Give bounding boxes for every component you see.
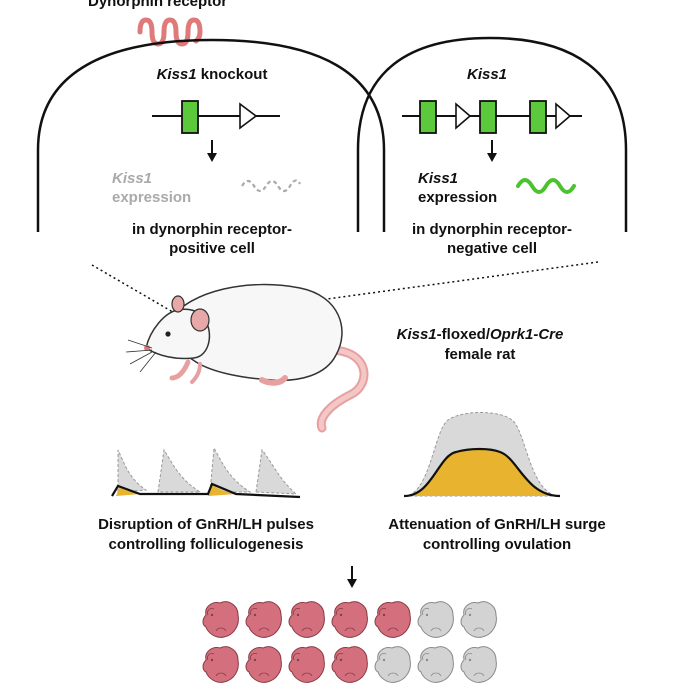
pup-unaffected [374, 646, 411, 683]
right-cell: Kiss1 Kiss1 expression in dynorphin rece… [356, 36, 628, 257]
right-caption-line2: negative cell [447, 240, 537, 257]
pup-unaffected [460, 601, 497, 638]
left-caption-line2: positive cell [169, 240, 255, 257]
left-loxp-site [239, 102, 258, 130]
left-down-arrow [207, 140, 217, 162]
rat-whiskers [125, 339, 157, 373]
pup-kiss1-knockout [202, 646, 239, 683]
pup-kiss1-knockout [331, 646, 368, 683]
dynorphin-receptor-title: Dynorphin receptor [88, 0, 227, 10]
pup-kiss1-knockout [288, 646, 325, 683]
left-exon [181, 100, 199, 134]
pup-unaffected [417, 646, 454, 683]
pulse-caption-line1: Disruption of GnRH/LH pulses [98, 516, 314, 533]
right-gene-label: Kiss1 [467, 66, 507, 83]
rat-illustration [125, 283, 369, 433]
dynorphin-receptor-icon [137, 17, 203, 47]
left-expression-word: expression [112, 189, 191, 206]
pup-kiss1-knockout [202, 601, 239, 638]
surge-caption-line1: Attenuation of GnRH/LH surge [388, 516, 606, 533]
right-mrna-wave [516, 178, 576, 194]
surge-trace [403, 447, 561, 498]
rat-sex-label: female rat [445, 346, 516, 363]
right-gene-construct [402, 100, 582, 134]
left-expression-gene: Kiss1 [112, 170, 152, 187]
right-down-arrow [487, 140, 497, 162]
pup-kiss1-knockout [245, 646, 282, 683]
pup-unaffected [460, 646, 497, 683]
pup-kiss1-knockout [331, 601, 368, 638]
zoom-line-right [187, 261, 599, 319]
pup-kiss1-knockout [288, 601, 325, 638]
surge-graph [403, 412, 561, 498]
rat-ear [190, 308, 210, 332]
pulse-graph [111, 446, 301, 499]
left-cell: Kiss1 knockout Kiss1 expression in dynor… [36, 38, 386, 257]
right-cell-membrane [356, 36, 628, 232]
left-gene-construct [152, 100, 280, 134]
pulse-trace [111, 482, 301, 499]
rat-front-foot [169, 359, 191, 381]
right-expression-word: expression [418, 189, 497, 206]
pulse-caption-line2: controlling folliculogenesis [108, 536, 303, 553]
litter-of-pups [202, 601, 497, 683]
rat-hind-foot [259, 375, 288, 386]
rat-eye [165, 331, 171, 337]
right-caption-line1: in dynorphin receptor- [412, 221, 572, 238]
surge-caption-line2: controlling ovulation [423, 536, 571, 553]
left-gene-label: Kiss1 knockout [157, 66, 268, 83]
right-expression-gene: Kiss1 [418, 170, 458, 187]
rat-strain-label: Kiss1-floxed/Oprk1-Cre [397, 326, 564, 343]
pup-unaffected [417, 601, 454, 638]
rat-body [169, 283, 343, 382]
pup-kiss1-knockout [374, 601, 411, 638]
left-mrna-wave-absent [241, 179, 301, 193]
left-caption-line1: in dynorphin receptor- [132, 221, 292, 238]
zoom-line-left [91, 264, 179, 316]
pup-kiss1-knockout [245, 601, 282, 638]
litter-arrow [347, 566, 357, 588]
